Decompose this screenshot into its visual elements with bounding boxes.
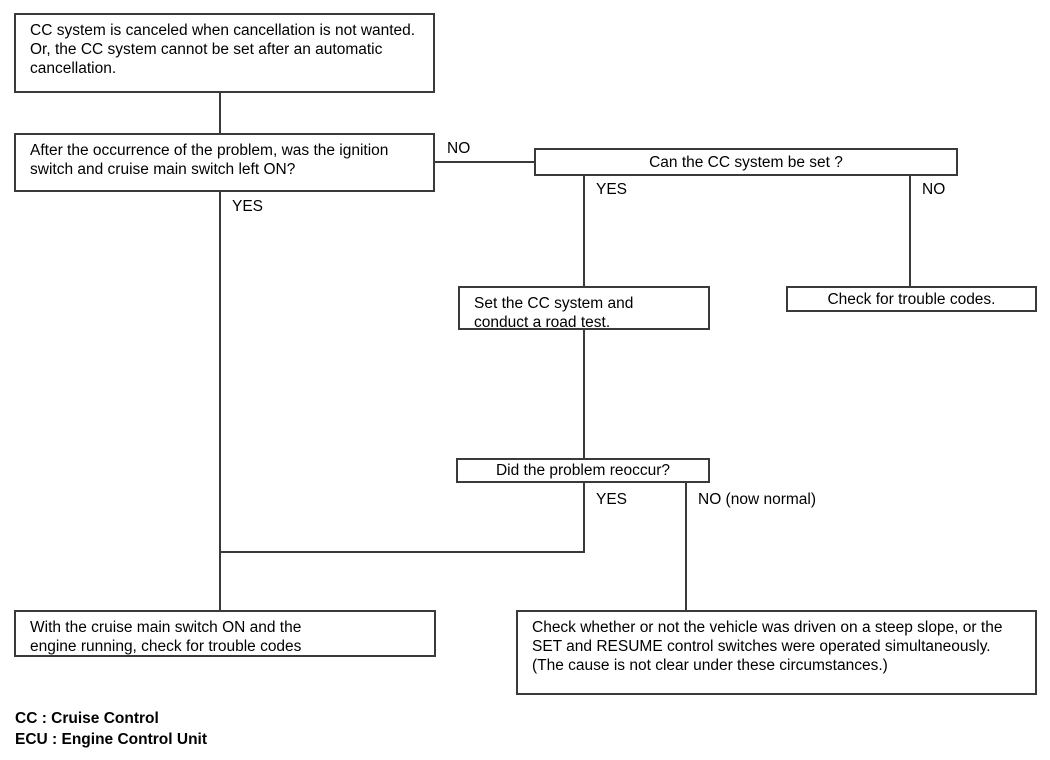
connector-road-test-to-reoccur [583, 330, 585, 458]
connector-reoccur-yes-horizontal [219, 551, 585, 553]
legend-cc: CC : Cruise Control [15, 710, 159, 727]
node-question-problem-reoccur: Did the problem reoccur? [456, 458, 710, 483]
edge-label-reoccur-yes: YES [596, 491, 628, 508]
edge-label-switch-yes: YES [232, 198, 264, 215]
connector-symptom-to-question-switch [219, 93, 221, 133]
edge-label-can-set-no: NO [922, 181, 946, 198]
legend-ecu: ECU : Engine Control Unit [15, 731, 208, 748]
node-action-check-steep-slope: Check whether or not the vehicle was dri… [516, 610, 1037, 695]
connector-switch-yes-vertical [219, 192, 221, 610]
connector-can-set-yes-vertical [583, 176, 585, 286]
connector-can-set-no-vertical [909, 176, 911, 286]
node-question-switch-left-on: After the occurrence of the problem, was… [14, 133, 435, 192]
node-action-check-trouble-codes: Check for trouble codes. [786, 286, 1037, 312]
node-action-set-and-road-test: Set the CC system and conduct a road tes… [458, 286, 710, 331]
edge-label-switch-no: NO [447, 140, 471, 157]
edge-label-reoccur-no: NO (now normal) [698, 491, 816, 508]
node-question-can-set: Can the CC system be set ? [534, 148, 958, 176]
edge-label-can-set-yes: YES [596, 181, 628, 198]
connector-switch-no-horizontal [435, 161, 534, 163]
node-symptom: CC system is canceled when cancellation … [14, 13, 435, 93]
connector-reoccur-yes-vertical [583, 483, 585, 553]
connector-reoccur-no-vertical [685, 483, 687, 610]
node-action-cruise-main-switch-on: With the cruise main switch ON and the e… [14, 610, 436, 657]
